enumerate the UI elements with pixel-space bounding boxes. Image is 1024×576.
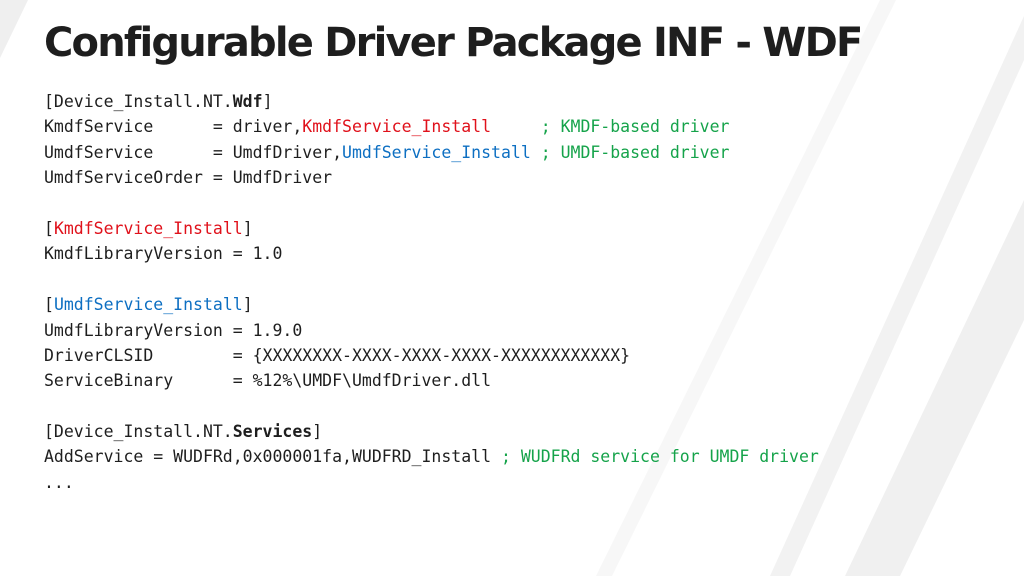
code-token <box>531 143 541 162</box>
code-token: ] <box>262 92 273 111</box>
code-token: [ <box>44 218 54 238</box>
code-blank-line <box>44 394 819 419</box>
code-token: UmdfService_Install <box>53 295 243 315</box>
code-line: UmdfLibraryVersion = 1.9.0 <box>44 318 819 343</box>
code-token: UmdfService = UmdfDriver, <box>44 142 343 162</box>
slide-title: Configurable Driver Package INF - WDF <box>44 20 863 66</box>
code-token: UmdfService_Install <box>342 142 531 162</box>
code-line: DriverCLSID = {XXXXXXXX-XXXX-XXXX-XXXX-X… <box>44 343 819 368</box>
stripe-right-a <box>770 16 1024 576</box>
code-token: KmdfService = driver, <box>44 117 303 137</box>
code-line: KmdfService = driver,KmdfService_Install… <box>44 114 819 139</box>
code-token: UmdfLibraryVersion = 1.9.0 <box>44 320 303 340</box>
code-comment: ; WUDFRd service for UMDF driver <box>500 447 819 467</box>
stripe-top-left <box>0 0 28 58</box>
code-line: [KmdfService_Install] <box>44 216 819 241</box>
inf-code-block: [Device_Install.NT.Wdf]KmdfService = dri… <box>44 89 819 495</box>
code-token: AddService = WUDFRd,0x000001fa,WUDFRD_In… <box>44 447 501 467</box>
code-token: Wdf <box>232 92 263 111</box>
code-token: DriverCLSID = {XXXXXXXX-XXXX-XXXX-XXXX-X… <box>44 345 631 365</box>
code-token: Services <box>232 422 313 442</box>
code-token <box>491 117 541 136</box>
code-line: KmdfLibraryVersion = 1.0 <box>44 241 819 266</box>
code-token: [Device_Install.NT. <box>44 92 233 111</box>
code-blank-line <box>44 191 819 216</box>
code-token: KmdfService_Install <box>302 117 492 137</box>
code-line: UmdfService = UmdfDriver,UmdfService_Ins… <box>44 140 819 165</box>
code-line: [Device_Install.NT.Wdf] <box>44 89 819 114</box>
code-line: ServiceBinary = %12%\UMDF\UmdfDriver.dll <box>44 368 819 393</box>
code-token: [Device_Install.NT. <box>44 422 233 442</box>
code-token: ... <box>44 472 74 492</box>
code-line: UmdfServiceOrder = UmdfDriver <box>44 165 819 190</box>
code-token: UmdfServiceOrder = UmdfDriver <box>44 168 333 188</box>
code-token: ] <box>242 295 253 315</box>
code-comment: ; UMDF-based driver <box>540 142 730 162</box>
code-token: KmdfLibraryVersion = 1.0 <box>44 244 283 264</box>
code-token: KmdfService_Install <box>53 218 243 238</box>
code-token: ] <box>312 422 323 442</box>
code-line: [Device_Install.NT.Services] <box>44 419 819 444</box>
stripe-right-b <box>845 200 1024 576</box>
code-line: AddService = WUDFRd,0x000001fa,WUDFRD_In… <box>44 444 819 469</box>
code-token: [ <box>44 295 54 315</box>
stripe-right-c <box>596 0 896 576</box>
code-token: ] <box>242 218 253 238</box>
code-token: ServiceBinary = %12%\UMDF\UmdfDriver.dll <box>44 371 492 391</box>
code-line: ... <box>44 470 819 495</box>
code-line: [UmdfService_Install] <box>44 292 819 317</box>
code-comment: ; KMDF-based driver <box>540 117 730 137</box>
code-blank-line <box>44 267 819 292</box>
